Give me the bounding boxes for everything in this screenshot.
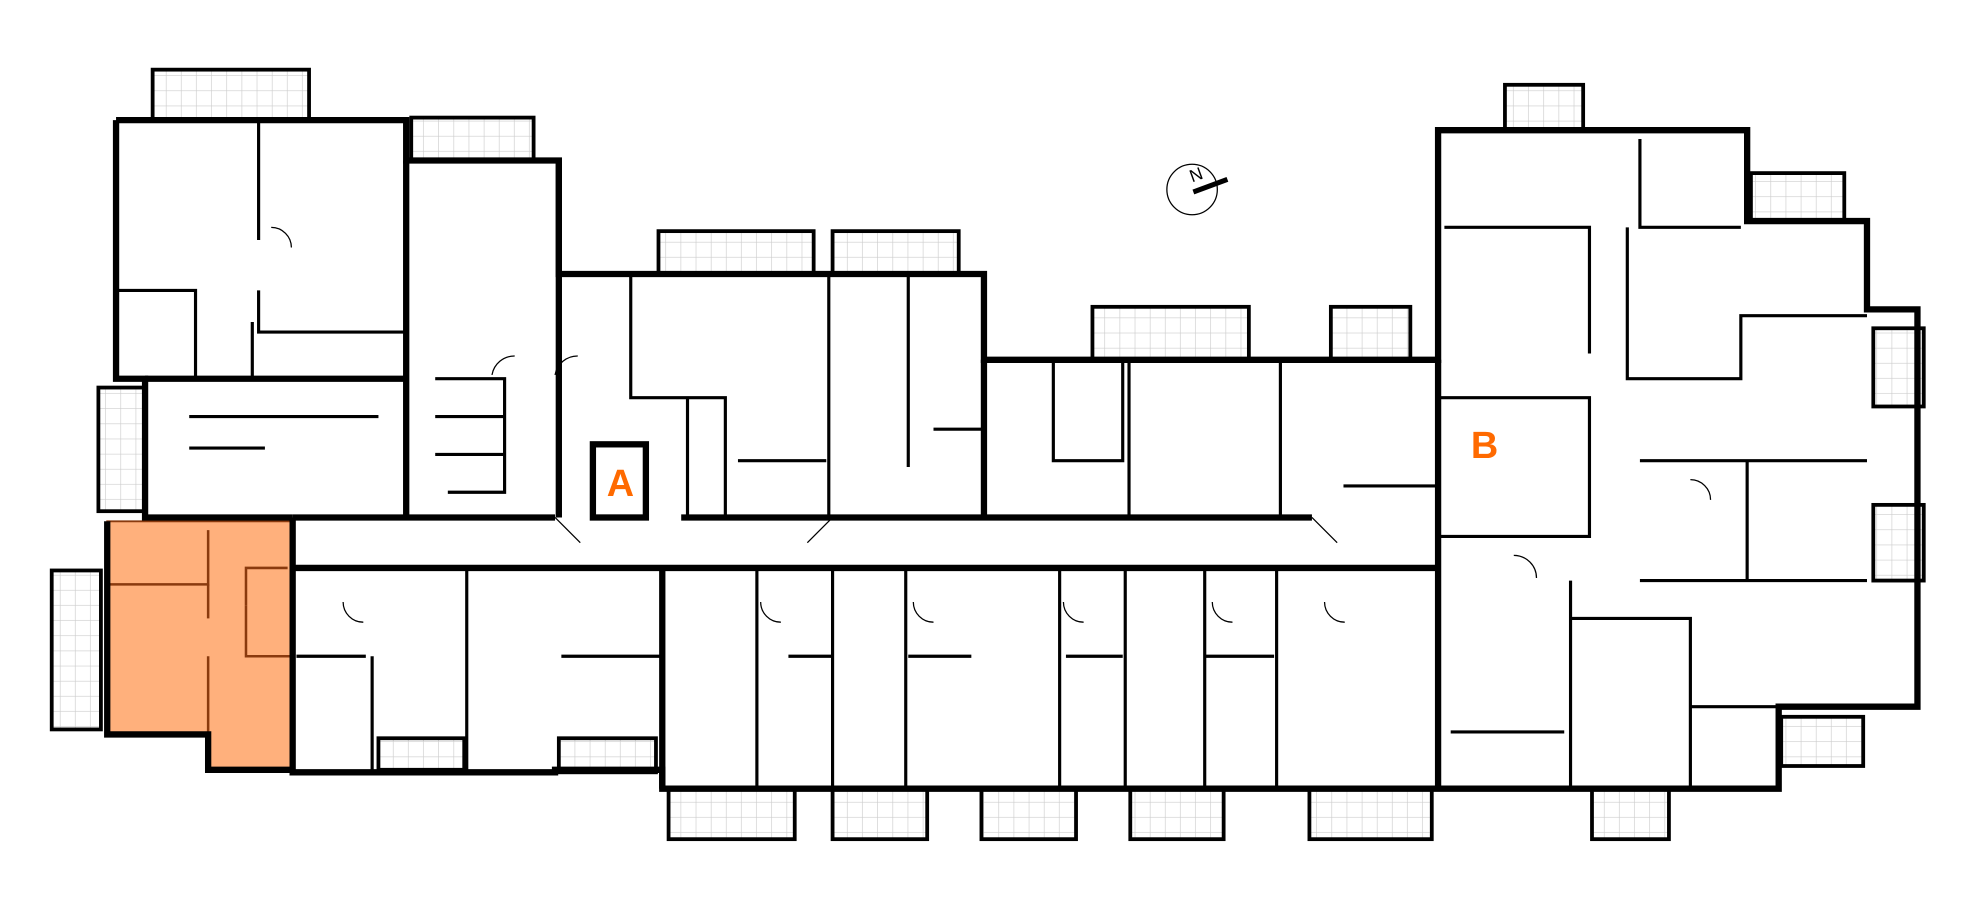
balconies	[49, 67, 1926, 842]
balcony	[1779, 714, 1866, 768]
balcony	[1128, 786, 1226, 842]
balcony	[1749, 171, 1847, 223]
compass-circle-icon	[1166, 163, 1218, 216]
interior-partitions	[116, 120, 1867, 789]
balcony	[979, 786, 1078, 842]
balcony	[1307, 786, 1434, 842]
section-a-label: A	[607, 463, 634, 505]
balcony	[666, 786, 797, 842]
exterior-walls	[104, 116, 1921, 792]
balcony	[656, 229, 816, 276]
balcony	[49, 568, 103, 732]
balcony	[1090, 304, 1251, 362]
balcony	[150, 67, 311, 123]
north-compass: N	[1166, 163, 1229, 216]
balcony	[96, 385, 147, 514]
balcony	[1328, 304, 1413, 362]
highlighted-apartment-partitions	[107, 530, 293, 735]
balcony	[830, 786, 930, 842]
balcony	[409, 115, 536, 163]
stair-core-a	[589, 441, 650, 521]
balcony	[376, 736, 467, 772]
door-swings	[271, 226, 1712, 623]
balcony	[1503, 82, 1586, 133]
balcony	[1590, 786, 1671, 842]
balcony	[830, 229, 961, 276]
section-b-label: B	[1471, 425, 1498, 467]
compass-needle-icon	[1192, 177, 1229, 195]
